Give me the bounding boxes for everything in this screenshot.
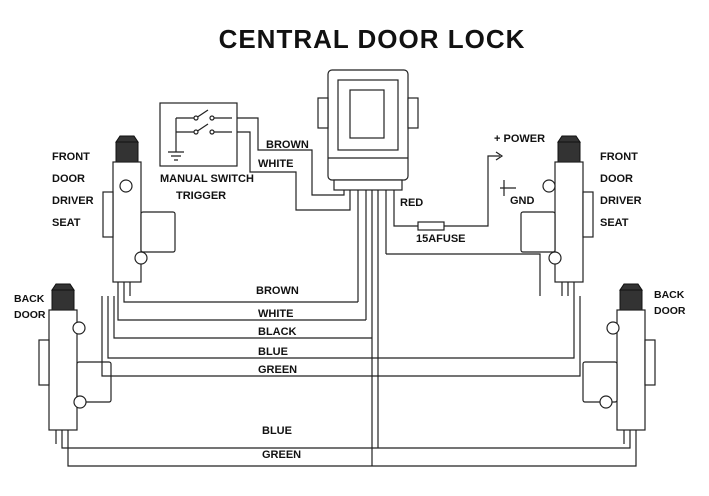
front-left-label-4: SEAT — [52, 217, 81, 229]
back-left-label-2: DOOR — [14, 309, 46, 321]
back-left-label-1: BACK — [14, 293, 45, 305]
front-left-label-3: DRIVER — [52, 195, 94, 207]
wire-label-brown: BROWN — [256, 285, 299, 297]
wire-label-white: WHITE — [258, 308, 293, 320]
front-right-label-4: SEAT — [600, 217, 629, 229]
front-right-actuator — [520, 135, 594, 296]
power-label: + POWER — [494, 133, 545, 145]
manual-switch-trigger — [159, 102, 238, 167]
diagram-title: CENTRAL DOOR LOCK — [219, 24, 526, 54]
front-left-label-2: DOOR — [52, 173, 85, 185]
fuse-label: 15AFUSE — [416, 233, 466, 245]
red-wire-label: RED — [400, 197, 423, 209]
back-right-label-1: BACK — [654, 289, 685, 301]
front-right-label-2: DOOR — [600, 173, 633, 185]
wire-label-black: BLACK — [258, 326, 297, 338]
front-left-actuator — [102, 135, 176, 296]
control-module — [317, 69, 419, 191]
gnd-label: GND — [510, 195, 535, 207]
back-right-label-2: DOOR — [654, 305, 686, 317]
front-right-label-3: DRIVER — [600, 195, 642, 207]
switch-label-1: MANUAL SWITCH — [160, 173, 254, 185]
wire-label-switch-white: WHITE — [258, 158, 293, 170]
back-left-actuator — [38, 283, 112, 444]
wire-label-blue: BLUE — [258, 346, 288, 358]
switch-label-2: TRIGGER — [176, 190, 226, 202]
wire-label-green: GREEN — [258, 364, 297, 376]
front-left-label-1: FRONT — [52, 151, 90, 163]
front-right-label-1: FRONT — [600, 151, 638, 163]
wire-label-bottom-green: GREEN — [262, 449, 301, 461]
wire-label-bottom-blue: BLUE — [262, 425, 292, 437]
back-right-actuator — [582, 283, 656, 444]
wire-label-switch-brown: BROWN — [266, 139, 309, 151]
